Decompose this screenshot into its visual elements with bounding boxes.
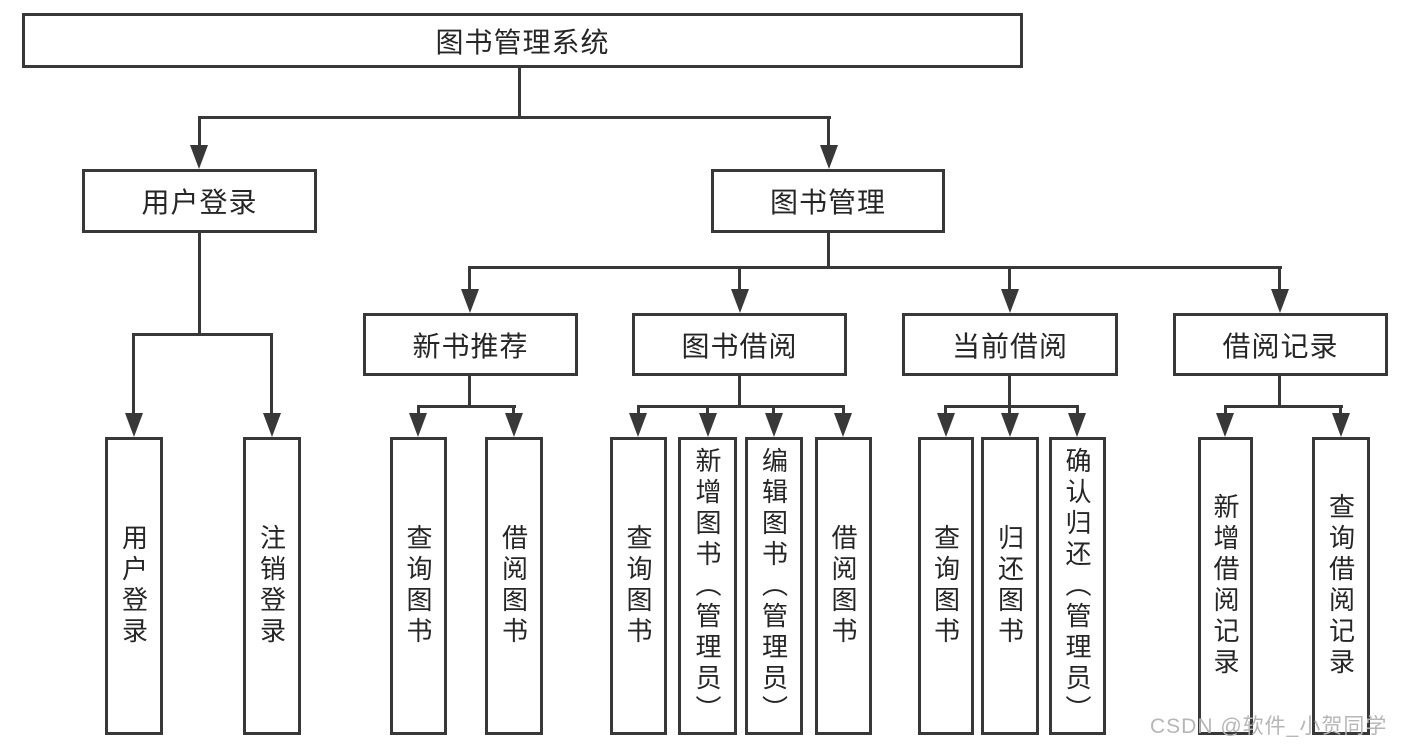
connector-line bbox=[468, 266, 1282, 269]
arrow-down-icon bbox=[937, 413, 955, 437]
leaf-logout: 注销登录 bbox=[243, 437, 301, 735]
node-current-borrow: 当前借阅 bbox=[902, 313, 1118, 376]
connector-line bbox=[417, 405, 420, 415]
arrow-down-icon bbox=[1332, 413, 1350, 437]
connector-line bbox=[842, 405, 845, 415]
leaf-return-book: 归还图书 bbox=[981, 437, 1039, 735]
connector-line bbox=[1008, 373, 1011, 407]
arrow-down-icon bbox=[765, 413, 783, 437]
watermark: CSDN @软件_小贺同学 bbox=[1150, 715, 1388, 738]
connector-line bbox=[1224, 405, 1343, 408]
arrow-down-icon bbox=[263, 413, 281, 437]
arrow-down-icon bbox=[461, 289, 479, 313]
arrow-down-icon bbox=[1068, 413, 1086, 437]
arrow-down-icon bbox=[699, 413, 717, 437]
connector-line bbox=[637, 405, 640, 415]
leaf-query-book-current: 查询图书 bbox=[918, 437, 974, 735]
connector-line bbox=[772, 405, 775, 415]
connector-line bbox=[198, 116, 201, 147]
connector-line bbox=[417, 405, 516, 408]
node-borrow-record: 借阅记录 bbox=[1173, 313, 1388, 376]
arrow-down-icon bbox=[409, 413, 427, 437]
connector-line bbox=[944, 405, 947, 415]
arrow-down-icon bbox=[505, 413, 523, 437]
connector-line bbox=[1339, 405, 1342, 415]
connector-line bbox=[512, 405, 515, 415]
connector-line bbox=[1008, 266, 1011, 292]
node-library-system: 图书管理系统 bbox=[22, 13, 1023, 68]
connector-line bbox=[827, 232, 830, 268]
leaf-query-book-recommend: 查询图书 bbox=[390, 437, 447, 735]
connector-line bbox=[132, 333, 273, 336]
arrow-down-icon bbox=[1001, 289, 1019, 313]
node-user-login: 用户登录 bbox=[82, 169, 317, 233]
connector-line bbox=[198, 232, 201, 336]
connector-line bbox=[468, 266, 471, 292]
leaf-confirm-return-admin: 确认归还（管理员） bbox=[1049, 437, 1106, 735]
leaf-add-borrow-record: 新增借阅记录 bbox=[1198, 437, 1253, 735]
connector-line bbox=[1008, 405, 1011, 415]
leaf-query-borrow-record: 查询借阅记录 bbox=[1312, 437, 1370, 735]
arrow-down-icon bbox=[834, 413, 852, 437]
connector-line bbox=[738, 373, 741, 407]
arrow-down-icon bbox=[820, 145, 838, 169]
node-new-book-recommend: 新书推荐 bbox=[363, 313, 578, 376]
leaf-borrow-book-recommend: 借阅图书 bbox=[485, 437, 543, 735]
arrow-down-icon bbox=[125, 413, 143, 437]
leaf-borrow-book: 借阅图书 bbox=[815, 437, 872, 735]
connector-line bbox=[1278, 373, 1281, 407]
arrow-down-icon bbox=[1271, 289, 1289, 313]
arrow-down-icon bbox=[190, 145, 208, 169]
connector-line bbox=[637, 405, 845, 408]
connector-line bbox=[468, 373, 471, 407]
leaf-user-login: 用户登录 bbox=[105, 437, 163, 735]
leaf-add-book-admin: 新增图书（管理员） bbox=[678, 437, 737, 735]
arrow-down-icon bbox=[1216, 413, 1234, 437]
connector-line bbox=[198, 116, 831, 119]
connector-line bbox=[706, 405, 709, 415]
connector-line bbox=[270, 333, 273, 415]
leaf-edit-book-admin: 编辑图书（管理员） bbox=[745, 437, 803, 735]
leaf-query-book-borrow: 查询图书 bbox=[610, 437, 667, 735]
connector-line bbox=[1076, 405, 1079, 415]
node-book-management: 图书管理 bbox=[711, 169, 945, 233]
arrow-down-icon bbox=[731, 289, 749, 313]
connector-line bbox=[518, 68, 521, 117]
arrow-down-icon bbox=[1001, 413, 1019, 437]
connector-line bbox=[1224, 405, 1227, 415]
node-book-borrow: 图书借阅 bbox=[632, 313, 847, 376]
connector-line bbox=[827, 116, 830, 147]
connector-line bbox=[1278, 266, 1281, 292]
connector-line bbox=[944, 405, 1079, 408]
arrow-down-icon bbox=[629, 413, 647, 437]
connector-line bbox=[738, 266, 741, 292]
connector-line bbox=[132, 333, 135, 415]
